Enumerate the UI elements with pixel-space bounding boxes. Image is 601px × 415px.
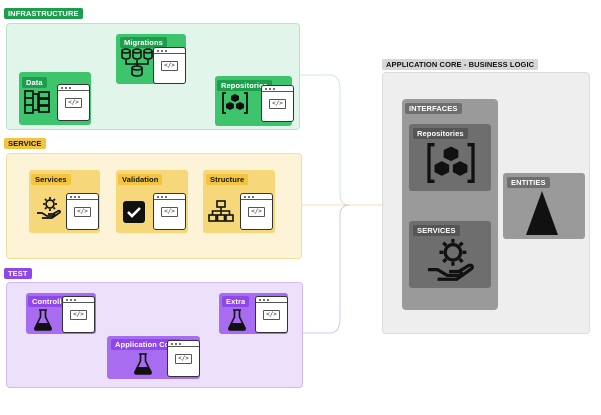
services-code-file-icon: </> (66, 193, 99, 230)
structure-label: Structure (206, 174, 249, 185)
test-application-core-label: Application Core (111, 339, 181, 350)
core-repositories-label: Repositories (413, 128, 468, 139)
gear-hand-icon (36, 196, 62, 220)
interfaces-title: INTERFACES (405, 103, 462, 114)
infrastructure-title: INFRASTRUCTURE (4, 8, 83, 19)
structure-code-file-icon: </> (240, 193, 273, 230)
service-title: SERVICE (4, 138, 46, 149)
flask-icon (133, 353, 153, 375)
repository-cubes-icon (425, 141, 477, 185)
test-title: TEST (4, 268, 32, 279)
migration-icon (120, 48, 154, 78)
flask-icon (227, 309, 247, 331)
extra-code-file-icon: </> (255, 296, 288, 333)
services-label: Services (31, 174, 71, 185)
gear-hand-icon (426, 236, 476, 284)
checkbox-icon (122, 200, 146, 224)
core-title: APPLICATION CORE - BUSINESS LOGIC (382, 59, 539, 70)
infra-repositories-code-file-icon: </> (261, 85, 294, 122)
triangle-icon (524, 190, 560, 236)
extra-label: Extra (222, 296, 250, 307)
controller-label: Controller (28, 296, 73, 307)
migrations-label: Migrations (120, 37, 167, 48)
controller-code-file-icon: </> (62, 296, 95, 333)
migrations-code-file-icon: </> (153, 47, 186, 84)
flask-icon (33, 309, 53, 331)
test-application-core-code-file-icon: </> (167, 340, 200, 377)
validation-code-file-icon: </> (153, 193, 186, 230)
core-services-label: SERVICES (413, 225, 460, 236)
hierarchy-icon (208, 200, 234, 222)
validation-label: Validation (118, 174, 163, 185)
data-code-file-icon: </> (57, 84, 90, 121)
data-icon (24, 90, 50, 114)
entities-label: ENTITIES (507, 177, 550, 188)
data-label: Data (22, 77, 47, 88)
repository-cubes-icon (221, 91, 249, 115)
infra-repositories-label: Repositories (217, 80, 272, 91)
